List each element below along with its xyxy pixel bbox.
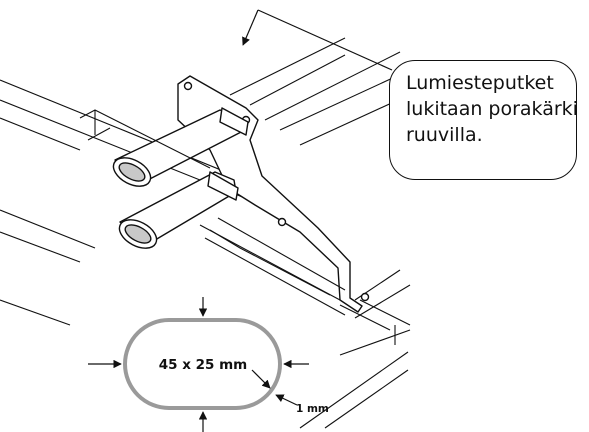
dimension-arrows (88, 297, 309, 432)
pointer-arrow (242, 9, 393, 71)
wall-thickness-label: 1 mm (296, 403, 329, 415)
dimension-label: 45 x 25 mm (159, 357, 248, 373)
lower-tube (118, 171, 239, 249)
callout-box: Lumiesteputket lukitaan porakärki ruuvil… (389, 60, 578, 180)
thickness-arrow-outer (275, 394, 298, 406)
callout-line-2: lukitaan porakärki (406, 98, 578, 120)
callout-line-1: Lumiesteputket (406, 72, 554, 94)
roof-rail (79, 109, 346, 296)
callout-line-3: ruuvilla. (406, 124, 483, 146)
roof-edge (299, 351, 409, 429)
oval-profile (123, 318, 282, 410)
profile-cross-section: 45 x 25 mm 1 mm (123, 318, 329, 415)
upper-tube (112, 107, 249, 187)
thickness-arrow-inner (251, 369, 271, 389)
